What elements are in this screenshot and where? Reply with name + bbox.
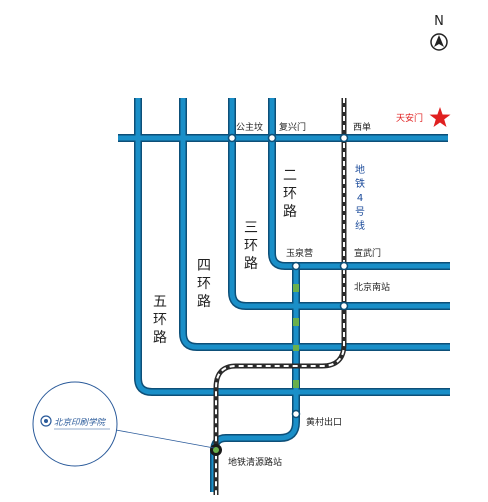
road-network: [118, 98, 450, 492]
node-fuxingmen: [267, 133, 277, 143]
compass-arrow-icon: [434, 35, 444, 47]
emblem-icon: [40, 415, 52, 427]
node-huangcun-exit: [291, 409, 301, 419]
node-xuanwumen: [339, 261, 349, 271]
logo-pointer: [115, 429, 215, 449]
green-marker: [293, 345, 299, 351]
line-char: 地: [355, 163, 365, 176]
road-char: 四: [197, 258, 211, 274]
tiananmen-label: 天安门: [396, 112, 423, 124]
node-yuquanying: [291, 261, 301, 271]
tiananmen-landmark: 天安门: [396, 107, 451, 127]
fourth-ring-label: 四 环 路: [197, 258, 211, 310]
line-char: 铁: [355, 177, 365, 190]
ring-road-labels: 五 环 路 四 环 路 三 环 路 二 环 路: [153, 168, 297, 346]
university-logo: 北京印刷学院: [32, 381, 215, 467]
subway-line-4: [213, 98, 347, 495]
station-label-qingyuan-road: 地铁清源路站: [228, 456, 282, 468]
third-ring-label: 三 环 路: [244, 220, 258, 272]
line-char: 4: [357, 193, 363, 204]
road-char: 环: [244, 238, 258, 254]
station-label-xidan: 西单: [353, 121, 371, 133]
green-marker: [293, 380, 299, 388]
logo-text: 北京印刷学院: [54, 417, 107, 428]
station-label-fuxingmen: 复兴门: [279, 121, 306, 133]
node-qingyuan-road: [210, 444, 222, 456]
road-char: 路: [153, 330, 167, 346]
north-compass: N: [430, 14, 448, 51]
second-ring-label: 二 环 路: [283, 168, 297, 220]
station-nodes: [227, 133, 349, 419]
road-char: 三: [244, 220, 258, 236]
subway-line-4-label: 地 铁 4 号 线: [355, 163, 365, 232]
line-char: 线: [355, 219, 365, 232]
station-label-huangcun-exit: 黄村出口: [306, 416, 342, 428]
station-label-yuquanying: 玉泉营: [286, 247, 313, 259]
green-marker: [293, 318, 299, 326]
node-beijing-south: [339, 301, 349, 311]
road-char: 路: [197, 294, 211, 310]
node-xidan: [339, 133, 349, 143]
station-label-gongzhufen: 公主坟: [236, 121, 263, 133]
road-char: 路: [244, 256, 258, 272]
road-char: 环: [283, 186, 297, 202]
green-marker: [293, 284, 299, 292]
third-ring-road: [228, 98, 450, 310]
road-char: 五: [153, 294, 167, 310]
road-char: 环: [197, 276, 211, 292]
station-label-xuanwumen: 宣武门: [354, 247, 381, 259]
fifth-ring-label: 五 环 路: [153, 294, 167, 346]
north-letter: N: [434, 14, 444, 29]
line-char: 号: [355, 206, 365, 218]
node-gongzhufen: [227, 133, 237, 143]
star-icon: [429, 107, 451, 127]
road-char: 路: [283, 204, 297, 220]
road-markers: [293, 284, 299, 388]
road-char: 二: [283, 168, 297, 184]
road-char: 环: [153, 312, 167, 328]
station-labels: 公主坟 复兴门 西单 玉泉营 宣武门 北京南站 黄村出口 地铁清源路站: [228, 121, 390, 468]
station-label-beijing-south: 北京南站: [354, 281, 390, 293]
